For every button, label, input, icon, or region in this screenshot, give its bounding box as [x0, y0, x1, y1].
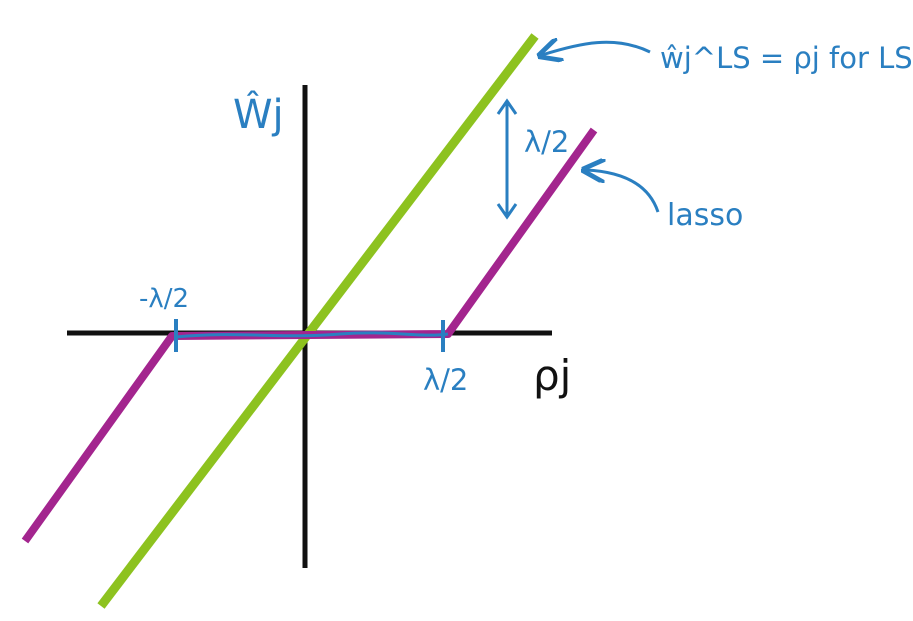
lambda-half-label: λ/2	[423, 363, 468, 397]
ls-note-arrow	[542, 42, 651, 55]
zero-region-stroke	[175, 331, 449, 339]
lasso-note-arrow	[586, 170, 660, 213]
lasso-label: lasso	[667, 198, 743, 233]
offset-lambda-half-label: λ/2	[524, 125, 569, 159]
offset-arrow-top-head	[496, 98, 518, 115]
least-squares-line	[97, 33, 539, 609]
y-axis-label: Ŵj	[233, 89, 284, 138]
x-axis-label: ρj	[533, 351, 571, 400]
offset-arrow-bottom-head	[496, 203, 518, 220]
neg-lambda-half-label: -λ/2	[139, 284, 189, 314]
ls-note-label: ŵj^LS = ρj for LS	[660, 41, 913, 75]
